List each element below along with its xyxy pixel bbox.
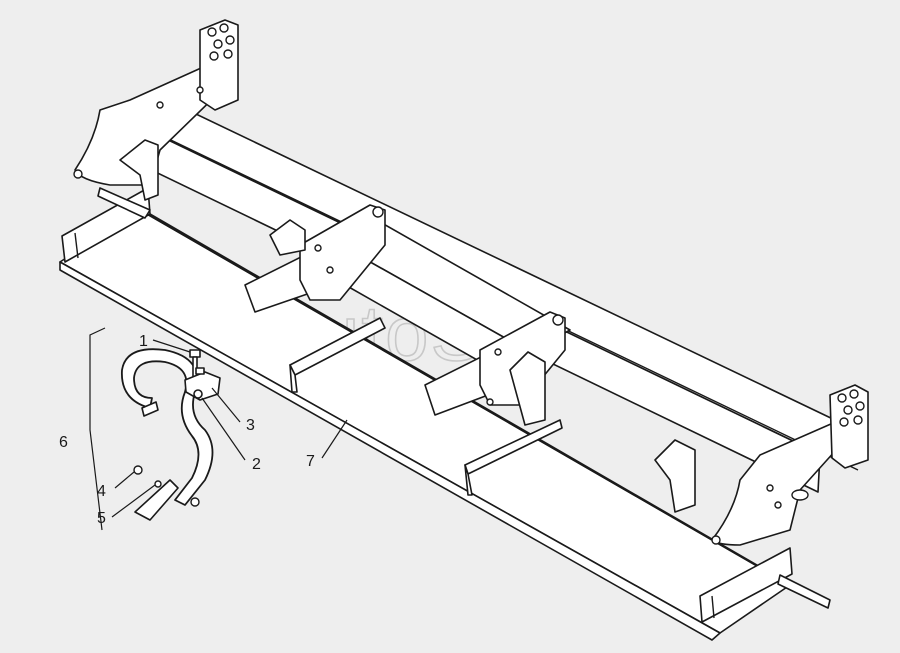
callout-6: 6 [59,434,68,451]
leader-4 [114,471,135,489]
leader-1 [152,339,191,353]
leader-2 [201,397,246,461]
leader-3 [211,387,241,423]
callout-7: 7 [306,453,315,470]
callout-3: 3 [246,417,255,434]
right-end-bracket [711,384,869,546]
leader-7 [321,419,348,459]
group-bracket-6 [89,327,106,531]
middle-bracket-left [244,204,386,313]
nut-part [193,389,203,399]
left-end-bracket [73,19,239,219]
leader-lines [111,339,348,518]
callout-2: 2 [252,456,261,473]
callout-1: 1 [139,333,148,350]
callout-5: 5 [97,510,106,527]
middle-bracket-right [424,311,566,426]
leader-5 [111,484,156,518]
callout-4: 4 [97,483,106,500]
vertical-posts [289,317,696,513]
